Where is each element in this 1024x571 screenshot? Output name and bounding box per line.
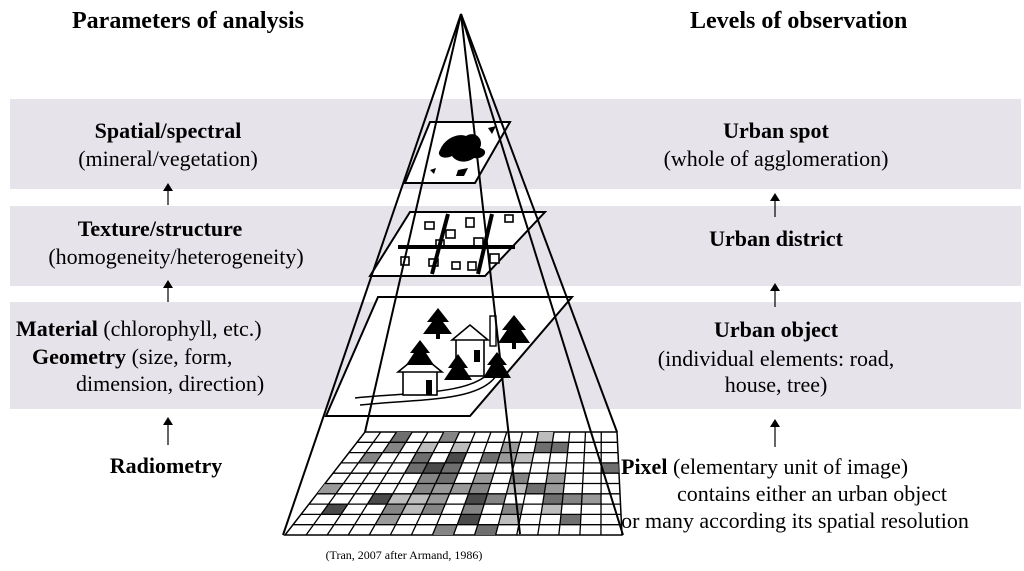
right-level-3-detail-1: (individual elements: road, [657, 346, 895, 371]
pixel-cell [464, 493, 488, 505]
urban-district-layer [368, 211, 548, 277]
agglomeration-blob [438, 134, 486, 162]
material-label: Material [16, 316, 98, 341]
pixel-cell [432, 524, 458, 535]
band-urban-spot [10, 99, 1021, 189]
pixel-cell [381, 504, 407, 515]
tree-icon [406, 340, 434, 365]
pixel-cell [514, 452, 534, 463]
right-level-1-title: Urban spot [723, 118, 829, 143]
up-arrow-icon [770, 283, 780, 307]
up-arrow-icon [770, 419, 780, 447]
material-detail: (chlorophyll, etc.) [103, 316, 262, 341]
pixel-cell [559, 514, 581, 525]
pixel-cell [440, 462, 463, 474]
pixel-label: Pixel [621, 454, 668, 479]
pixel-cell [386, 493, 412, 505]
pixel-cell [506, 483, 528, 494]
pixel-cell [416, 442, 439, 453]
up-arrow-icon [163, 280, 173, 302]
pixel-cell [375, 514, 401, 525]
source-caption: (Tran, 2007 after Armand, 1986) [325, 548, 483, 562]
left-level-2-detail: (homogeneity/heterogeneity) [48, 244, 304, 269]
left-level-1-title: Spatial/spectral [94, 118, 242, 143]
up-arrow-icon [163, 183, 173, 205]
geometry-detail: (size, form, [131, 344, 233, 369]
tree-icon [483, 352, 511, 378]
pixel-cell [581, 493, 602, 505]
pixel-cell [367, 493, 393, 505]
tree-icon [423, 308, 452, 334]
right-level-4-line3: or many according its spatial resolution [621, 508, 969, 533]
right-level-2-title: Urban district [709, 226, 843, 251]
pixel-cell [410, 452, 434, 463]
right-header: Levels of observation [690, 8, 908, 34]
pixel-cell [435, 473, 459, 484]
urban-object-layer [324, 296, 575, 417]
pixel-cell [474, 524, 499, 535]
right-level-4-line1: Pixel (elementary unit of image) [621, 454, 908, 480]
pixel-cell [411, 483, 436, 494]
right-level-3-title: Urban object [713, 317, 839, 342]
pixel-cell [449, 442, 471, 453]
pixel-grid [283, 431, 623, 536]
pixel-cell [468, 483, 491, 494]
left-level-3-line1: Material (chlorophyll, etc.) [16, 316, 262, 342]
pixel-cell [406, 493, 431, 505]
pixel-cell [457, 514, 481, 525]
pixel-cell [317, 483, 344, 494]
pixel-cell [541, 504, 563, 515]
right-level-3-detail-2: house, tree) [724, 372, 828, 397]
left-level-1-detail: (mineral/vegetation) [78, 146, 258, 171]
right-level-1-detail: (whole of agglomeration) [663, 146, 889, 171]
left-level-3-line2: Geometry (size, form, [32, 344, 232, 370]
pixel-cell [484, 493, 507, 505]
pixel-cell [417, 473, 441, 484]
pixel-cell [425, 493, 450, 505]
pixel-cell [525, 483, 546, 494]
geometry-label: Geometry [32, 344, 127, 369]
up-arrow-icon [163, 417, 173, 445]
left-level-4-title: Radiometry [109, 453, 223, 478]
tree-icon [444, 354, 472, 380]
left-header: Parameters of analysis [72, 8, 304, 34]
pixel-cell [449, 483, 473, 494]
pixel-cell [438, 432, 460, 443]
tree-icon [498, 315, 530, 343]
pixel-cell [544, 483, 565, 494]
left-level-3-line3: dimension, direction) [76, 371, 265, 396]
pixel-cell [533, 442, 553, 453]
up-arrow-icon [770, 193, 780, 217]
pixel-cell [509, 473, 530, 484]
pyramid-edges [282, 13, 624, 536]
pixel-cell [562, 493, 583, 505]
pixel-cell [498, 514, 521, 525]
pixel-cell [545, 473, 566, 484]
pixel-cell [550, 442, 569, 453]
urban-spot-layer [403, 121, 512, 184]
pixel-detail: (elementary unit of image) [672, 454, 909, 479]
pixel-cell [601, 462, 619, 474]
pixel-cell [461, 504, 485, 515]
pixel-cell [536, 432, 554, 443]
pixel-cell [479, 452, 501, 463]
pixel-cell [542, 493, 564, 505]
pixel-cell [445, 452, 467, 463]
right-level-4-line2: contains either an urban object [676, 481, 948, 506]
pixel-cell [422, 462, 446, 474]
pixel-cell [321, 504, 348, 515]
pixel-cell [404, 462, 428, 474]
left-level-2-title: Texture/structure [77, 216, 243, 241]
pixel-cell [421, 504, 446, 515]
pixel-cell [430, 483, 454, 494]
pixel-cell [401, 504, 426, 515]
pixel-cell [472, 473, 494, 484]
pixel-cell [501, 504, 524, 515]
